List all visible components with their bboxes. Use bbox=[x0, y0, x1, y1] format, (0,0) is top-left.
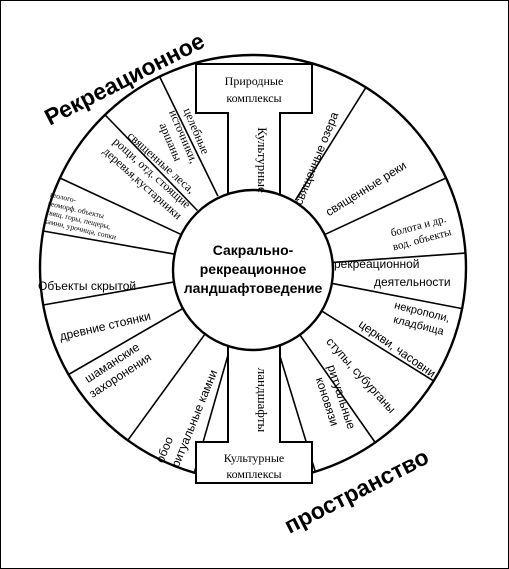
sector-divider bbox=[325, 177, 447, 235]
sector-sacred-lakes: священные озера bbox=[291, 110, 341, 207]
bottom-pillar bbox=[195, 337, 313, 484]
sector-label-line: священные озера bbox=[291, 110, 341, 207]
inner-circle bbox=[171, 188, 335, 352]
sector-recreational: рекреационной bbox=[334, 257, 420, 271]
sector-divider bbox=[294, 86, 367, 201]
center-title-line1: Сакрально- bbox=[213, 242, 294, 258]
sector-divider bbox=[59, 177, 181, 235]
sector-divider bbox=[43, 281, 175, 306]
sector-label-line: древние стоянки bbox=[58, 309, 152, 344]
sector-sacred-rivers: священные реки bbox=[323, 158, 409, 219]
bottom-stem-label: ландшафты bbox=[255, 368, 270, 433]
top-box-line1: Природные bbox=[225, 74, 284, 88]
sector-hidden-objects: Объекты скрытой bbox=[38, 279, 136, 293]
sector-ancient-sites: древние стоянки bbox=[58, 309, 152, 344]
sector-recreational-activity: деятельности bbox=[374, 275, 451, 289]
top-box-line2: комплексы bbox=[226, 91, 281, 105]
bottom-box-line1: Культурные bbox=[224, 451, 284, 465]
sector-divider bbox=[68, 307, 185, 376]
sector-divider bbox=[332, 252, 466, 264]
sector-divider bbox=[104, 114, 198, 212]
sector-label-line: священные реки bbox=[323, 158, 409, 219]
sector-divider bbox=[331, 282, 463, 310]
top-stem-label: Культурные bbox=[255, 127, 270, 193]
sector-divider bbox=[43, 230, 175, 255]
center-title-line2: рекреационное bbox=[200, 261, 307, 277]
sector-divider bbox=[298, 333, 376, 443]
sector-swamps: болота и др. вод. объекты bbox=[389, 213, 453, 253]
bottom-box-line2: комплексы bbox=[226, 467, 281, 481]
sector-divider bbox=[127, 332, 207, 441]
sector-divider bbox=[320, 309, 435, 382]
center-title-line3: ландшафтоведение bbox=[184, 280, 323, 296]
sector-divider bbox=[158, 76, 219, 197]
